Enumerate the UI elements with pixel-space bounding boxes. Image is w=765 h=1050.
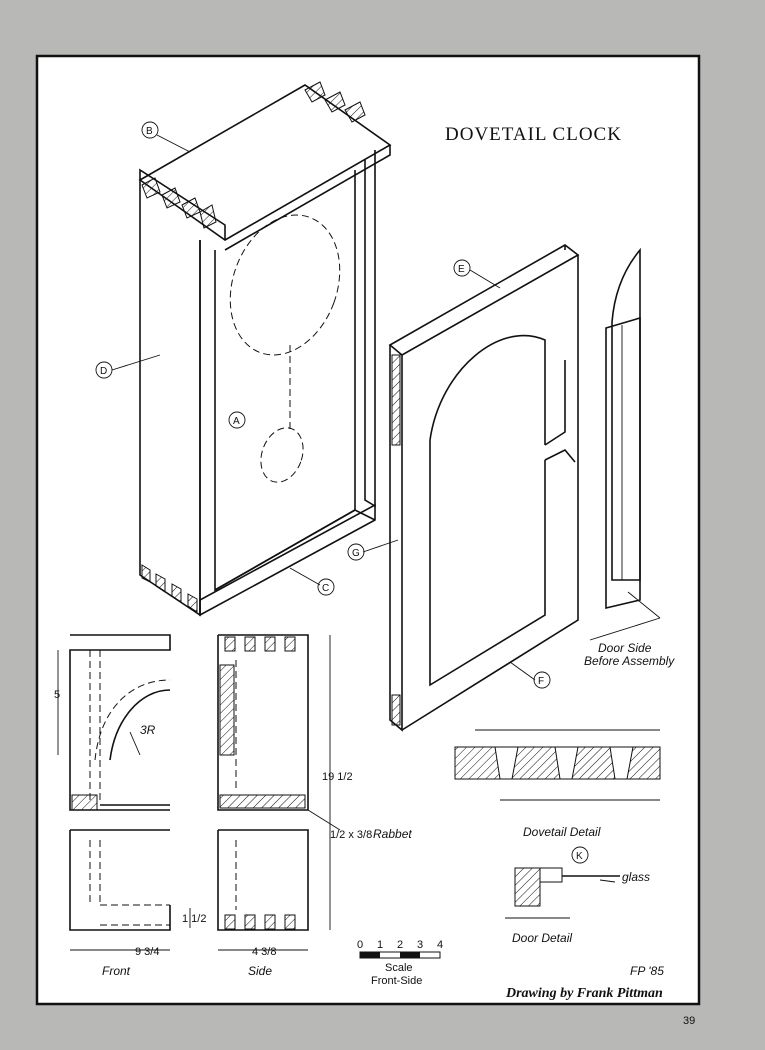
dim-9-3-4: 9 3/4 bbox=[135, 946, 159, 958]
scale-tick-4: 4 bbox=[437, 939, 443, 951]
dovetail-detail bbox=[454, 729, 661, 801]
rabbet-dim: 1/2 x 3/8 bbox=[330, 829, 372, 841]
dim-19-1-2: 19 1/2 bbox=[322, 771, 353, 783]
door-side-label-2: Before Assembly bbox=[584, 654, 675, 668]
part-label-b: B bbox=[146, 126, 153, 137]
page-number: 39 bbox=[683, 1015, 695, 1027]
scale-tick-2: 2 bbox=[397, 939, 403, 951]
door-side-label: Door Side bbox=[598, 641, 652, 655]
drawing-border bbox=[35, 54, 701, 1006]
part-label-f: F bbox=[538, 676, 544, 687]
door-detail-label: Door Detail bbox=[512, 931, 572, 945]
dovetail-detail-label: Dovetail Detail bbox=[523, 825, 601, 839]
part-label-g: G bbox=[352, 548, 360, 559]
part-label-c: C bbox=[322, 583, 329, 594]
door-detail bbox=[505, 846, 620, 919]
front-view bbox=[57, 634, 191, 951]
dim-5: 5 bbox=[54, 689, 60, 701]
scale-sub-label: Front-Side bbox=[371, 975, 422, 987]
glass-label: glass bbox=[622, 870, 650, 884]
side-label: Side bbox=[248, 964, 272, 978]
part-label-e: E bbox=[458, 264, 465, 275]
clock-case-isometric bbox=[111, 81, 392, 617]
side-view bbox=[217, 634, 341, 951]
front-label: Front bbox=[102, 964, 131, 978]
scale-tick-0: 0 bbox=[357, 939, 363, 951]
signature: FP '85 bbox=[630, 964, 664, 978]
door-isometric bbox=[362, 244, 580, 732]
scale-tick-3: 3 bbox=[417, 939, 423, 951]
scale-tick-1: 1 bbox=[377, 939, 383, 951]
door-side-piece bbox=[589, 247, 661, 641]
dim-4-3-8: 4 3/8 bbox=[252, 946, 276, 958]
drawing-title: DOVETAIL CLOCK bbox=[445, 124, 622, 145]
rabbet-label: Rabbet bbox=[373, 827, 412, 841]
part-label-k: K bbox=[576, 851, 583, 862]
drawing-credit: Drawing by Frank Pittman bbox=[505, 986, 663, 1001]
part-label-d: D bbox=[100, 366, 107, 377]
dim-1-1-2: 1 1/2 bbox=[182, 913, 206, 925]
part-label-a: A bbox=[233, 416, 240, 427]
scale-bar bbox=[359, 951, 441, 959]
radius-label: 3R bbox=[140, 723, 156, 737]
scale-label: Scale bbox=[385, 962, 413, 974]
